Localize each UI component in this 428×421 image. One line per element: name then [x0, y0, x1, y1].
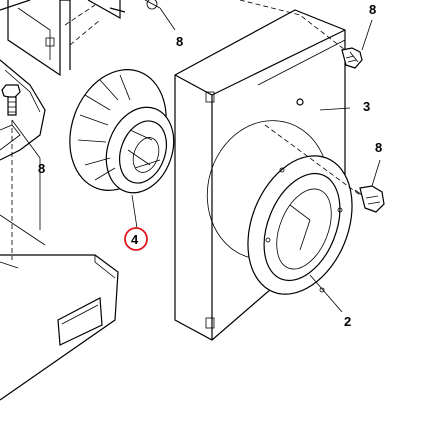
highlight-circle	[124, 227, 148, 251]
top-bracket	[87, 0, 176, 31]
callout-8-top-right: 8	[369, 2, 376, 17]
callout-2: 2	[344, 314, 351, 329]
housing-frame	[0, 0, 101, 161]
bolt-right	[354, 159, 385, 213]
callout-8-top-center: 8	[176, 34, 183, 49]
left-bolt	[1, 84, 41, 260]
bolt-top-right	[341, 19, 373, 69]
callout-labels: 8 8 3 8 8 4 2	[38, 2, 382, 329]
callout-8-right: 8	[375, 140, 382, 155]
callout-8-left: 8	[38, 161, 45, 176]
callout-3: 3	[363, 99, 370, 114]
base-panel	[0, 158, 119, 401]
callout-4: 4	[131, 232, 139, 247]
leader-lines	[131, 0, 361, 313]
blower-wheel	[69, 69, 175, 194]
inlet-ring	[247, 155, 353, 295]
